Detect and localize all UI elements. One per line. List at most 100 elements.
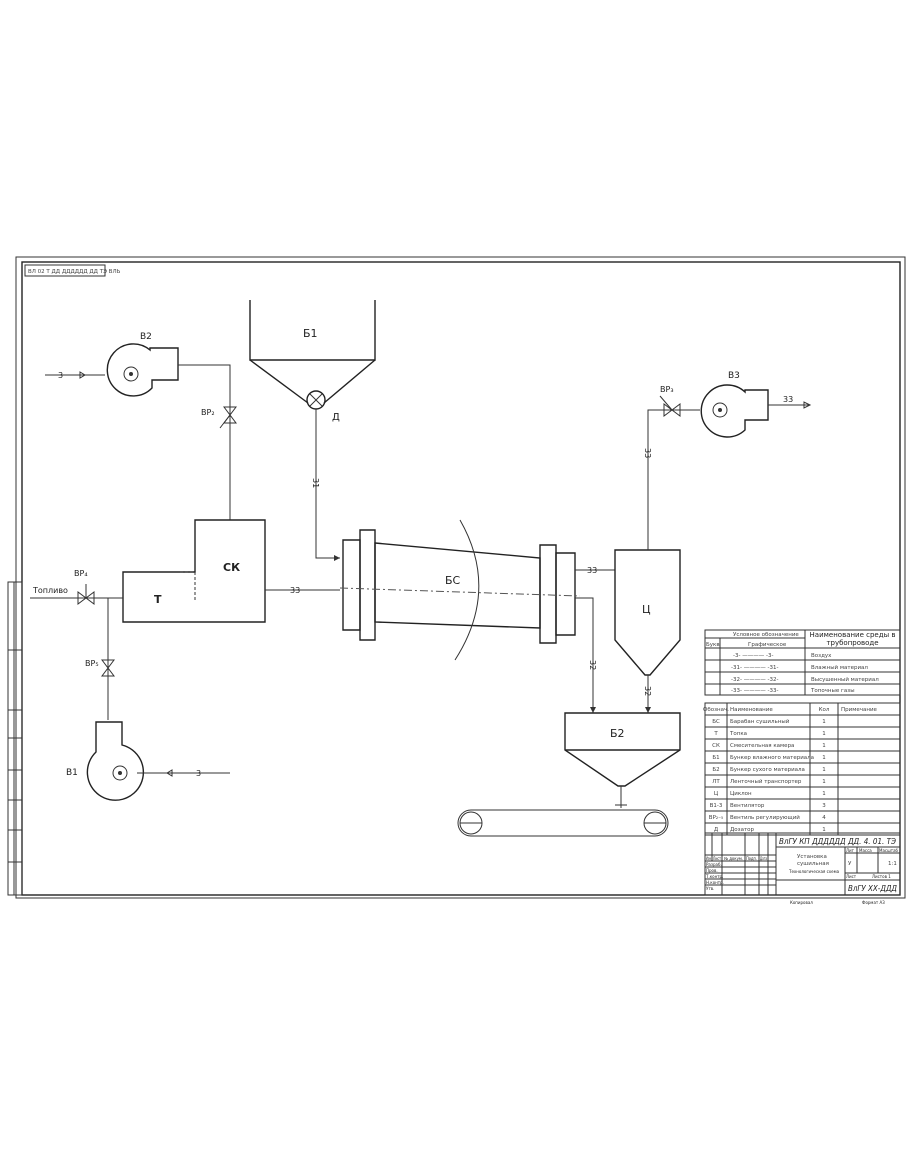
valve-bp3-label: ВР₃ [660, 385, 674, 394]
title-block: ВлГУ КП ДДДДДД ДД. 4. 01. ТЭ Установка с… [704, 832, 901, 905]
furnace-label: Т [154, 593, 162, 606]
spec-table-cell: Б1 [712, 755, 719, 761]
spec-table-frame [704, 702, 901, 836]
legend-graphic: -3- ———— -3- [733, 653, 773, 659]
title-role: Н.контр. [706, 880, 724, 885]
title-org: ВлГУ ХХ-ДДД [848, 884, 897, 893]
spec-table-cell: 3 [822, 803, 826, 809]
title-col-header: Подп. [746, 856, 757, 861]
spec-table-cell: В1-3 [710, 803, 723, 809]
air-line-b2-sk [178, 364, 231, 520]
hopper-b2-label: Б2 [610, 727, 625, 740]
spec-table-cell: 1 [822, 779, 826, 785]
spec-table-cell: Ленточный транспортер [730, 778, 802, 785]
spec-table-header: Кол [819, 707, 830, 713]
title-sheet-header: Масштаб [879, 848, 899, 853]
sheet-outer-border [15, 256, 906, 899]
spec-table-cell: Смесительная камера [730, 743, 794, 749]
air-inlet-b2: 3 [45, 371, 105, 380]
dosator-d: Д [306, 390, 340, 423]
title-col-header: Лист [713, 856, 722, 861]
valve-bp5-label: ВР₅ [85, 659, 99, 668]
valve-bp4-label: ВР₄ [74, 569, 88, 578]
title-col-header: Дата [760, 856, 767, 861]
flow-33-label: 33 [587, 566, 597, 575]
flow-3-label: 3 [58, 371, 63, 380]
fan-b1: В1 3 [66, 721, 230, 801]
spec-table-cell: Т [713, 731, 718, 737]
legend-header-symbol: Условное обозначение [733, 632, 799, 638]
spec-table-cell: ВР₂₋₅ [709, 815, 723, 821]
drawing-code: ВлГУ КП ДДДДДД ДД. 4. 01. ТЭ [779, 837, 896, 846]
title-format: Формат А3 [862, 900, 885, 905]
legend-graphic: -33- ———— -33- [731, 688, 778, 694]
top-left-stamp-text: ВЛ 02 Т ДД ДДДДДД ДД ТЭ ВЛЬ [28, 269, 121, 275]
legend-header-letter: Букв [706, 642, 720, 648]
spec-table-cell: Д [714, 827, 719, 833]
title-role: Пров. [706, 868, 718, 873]
spec-table-cell: ЛТ [712, 779, 720, 785]
spec-table-cell: Циклон [730, 791, 752, 797]
title-sheets: Листов 1 [872, 874, 891, 879]
legend-table: Условное обозначение Букв Графическое На… [704, 629, 901, 696]
spec-table-header: Наименование [730, 707, 773, 713]
spec-table-cell: 4 [822, 815, 826, 821]
drawing-title-line1: Установка [797, 854, 827, 860]
flow-32-label: 32 [643, 686, 652, 696]
title-role: Разраб. [706, 862, 722, 867]
valve-bp3[interactable]: ВР₃ [659, 385, 681, 417]
hopper-b2: Б2 [564, 712, 681, 808]
flow-line-31: 31 [311, 409, 340, 561]
flow-line-33-exhaust: 33 [643, 409, 700, 550]
spec-table-cell: Вентилятор [730, 803, 765, 809]
title-lit: У [848, 861, 852, 867]
spec-table-cell: Топка [729, 731, 747, 737]
spec-table-cell: Бункер сухого материала [730, 767, 805, 773]
title-col-header: № докум. [724, 856, 743, 861]
title-copied: Копировал [790, 900, 813, 905]
cyclone-c: Ц 32 [614, 549, 681, 713]
fan-b2-label: В2 [140, 332, 152, 342]
spec-table-cell: Бункер влажного материала [730, 755, 814, 761]
top-left-stamp [24, 264, 106, 277]
left-margin-stamps [7, 581, 23, 896]
drawing-title-line2: сушильная [797, 861, 829, 867]
flow-32-label: 32 [588, 660, 597, 670]
spec-table-cell: 1 [822, 755, 826, 761]
flow-33-label: 33 [643, 448, 652, 458]
fan-b3: В3 33 [700, 371, 812, 438]
spec-table-cell: Б2 [712, 767, 719, 773]
spec-table-cell: 1 [822, 731, 826, 737]
title-sheet-header: Масса [859, 848, 872, 853]
legend-header-name: Наименование среды в трубопроводе [809, 631, 896, 647]
legend-header-graphic: Графическое [748, 642, 787, 648]
legend-header-name-box: Наименование среды в трубопроводе [809, 631, 896, 647]
title-sheet-header: Лит [846, 848, 855, 853]
fan-b3-label: В3 [728, 371, 740, 381]
dosator-label: Д [332, 412, 340, 423]
drum-label: БС [445, 574, 461, 587]
drying-drum-bs: БС [339, 519, 581, 661]
hopper-b1: Б1 [249, 300, 376, 404]
hopper-b1-label: Б1 [303, 327, 318, 340]
title-scale: 1:1 [888, 861, 897, 867]
fan-b1-label: В1 [66, 768, 78, 778]
spec-table-cell: 1 [822, 767, 826, 773]
title-col-header: Изм [706, 856, 711, 861]
spec-table-cell: 1 [822, 743, 826, 749]
valve-bp2[interactable]: ВР₂ [201, 406, 237, 429]
spec-table-cell: 1 [822, 827, 826, 833]
flow-line-32-drum: 32 [575, 597, 597, 713]
flow-line-33-sk-drum: 33 [265, 586, 340, 595]
spec-table-cell: БС [712, 719, 720, 725]
title-role: Утв. [706, 886, 714, 891]
cyclone-label: Ц [642, 603, 651, 616]
flow-31-label: 31 [311, 478, 320, 488]
spec-table-cell: Дозатор [730, 827, 755, 833]
flow-line-33-drum-cyclone: 33 [575, 566, 615, 575]
flow-33-label: 33 [783, 395, 793, 404]
flow-3-label: 3 [196, 769, 201, 778]
spec-table-cell: 1 [822, 791, 826, 797]
